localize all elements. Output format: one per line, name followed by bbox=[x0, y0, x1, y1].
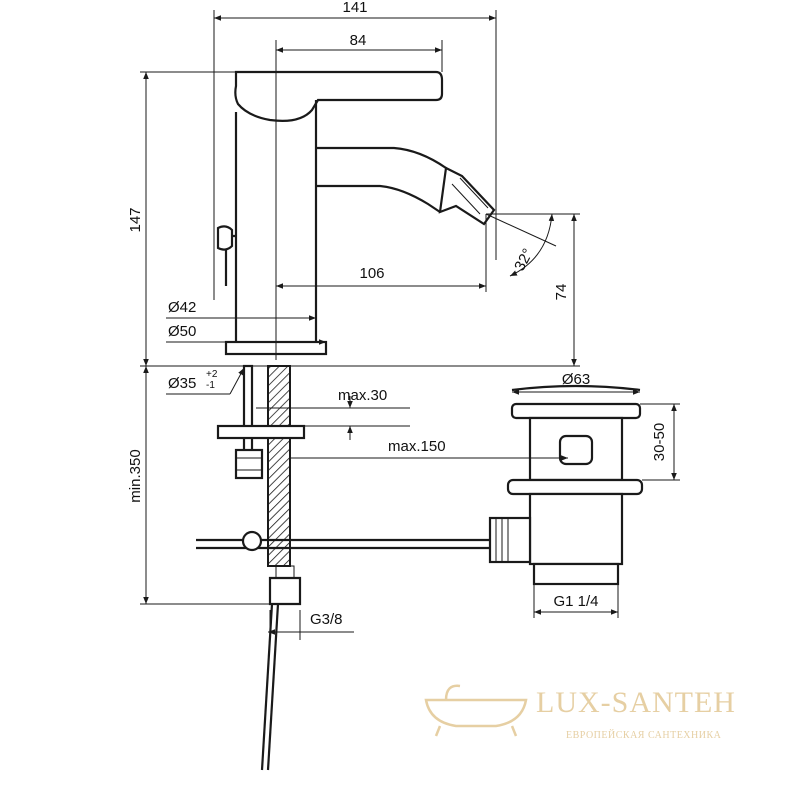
waste-cap bbox=[510, 402, 642, 420]
dim-g114: G1 1/4 bbox=[553, 593, 598, 610]
waste-connector bbox=[488, 516, 532, 564]
dim-d50: Ø50 bbox=[168, 323, 196, 340]
bathtub-logo bbox=[424, 684, 528, 737]
aerator bbox=[438, 166, 496, 226]
fixing-plate bbox=[216, 424, 306, 440]
dim-d35-tol-plus: +2 bbox=[206, 369, 218, 380]
faucet-body bbox=[216, 70, 496, 356]
dim-147: 147 bbox=[127, 207, 144, 232]
dim-d35: Ø35 bbox=[168, 375, 196, 392]
watermark: LUX-SANTEH ЕВРОПЕЙСКАЯ САНТЕХНИКА bbox=[424, 684, 736, 741]
waste-tail bbox=[528, 492, 624, 566]
rod-clamp bbox=[241, 530, 263, 552]
dimension-lines bbox=[140, 10, 680, 640]
dim-141: 141 bbox=[342, 0, 367, 16]
watermark-tagline: ЕВРОПЕЙСКАЯ САНТЕХНИКА bbox=[566, 729, 722, 741]
popup-knob bbox=[216, 225, 234, 251]
dim-max30: max.30 bbox=[338, 387, 387, 404]
spout bbox=[316, 146, 455, 213]
watermark-brand: LUX-SANTEH bbox=[536, 686, 736, 719]
dim-84: 84 bbox=[350, 32, 367, 49]
dim-g38: G3/8 bbox=[310, 611, 343, 628]
lever-handle bbox=[234, 70, 444, 122]
under-counter-assembly bbox=[196, 364, 490, 771]
flex-hose bbox=[267, 365, 291, 567]
dim-32deg: 32° bbox=[511, 246, 537, 274]
dim-106: 106 bbox=[359, 265, 384, 282]
fixing-nut bbox=[234, 448, 264, 480]
dim-d35-tol-minus: -1 bbox=[206, 380, 215, 391]
dim-d42: Ø42 bbox=[168, 299, 196, 316]
waste-flange bbox=[506, 478, 644, 496]
waste-dome bbox=[511, 384, 641, 392]
waste-assembly bbox=[488, 384, 644, 586]
body-cylinder bbox=[234, 100, 318, 318]
dim-min350: min.350 bbox=[127, 449, 144, 502]
dim-30-50: 30-50 bbox=[651, 423, 668, 461]
dim-74: 74 bbox=[553, 284, 570, 301]
dim-max150: max.150 bbox=[388, 438, 446, 455]
dim-d63: Ø63 bbox=[562, 371, 590, 388]
waste-slot bbox=[558, 434, 594, 466]
waste-thread bbox=[532, 562, 620, 586]
connector-nut bbox=[268, 576, 302, 606]
